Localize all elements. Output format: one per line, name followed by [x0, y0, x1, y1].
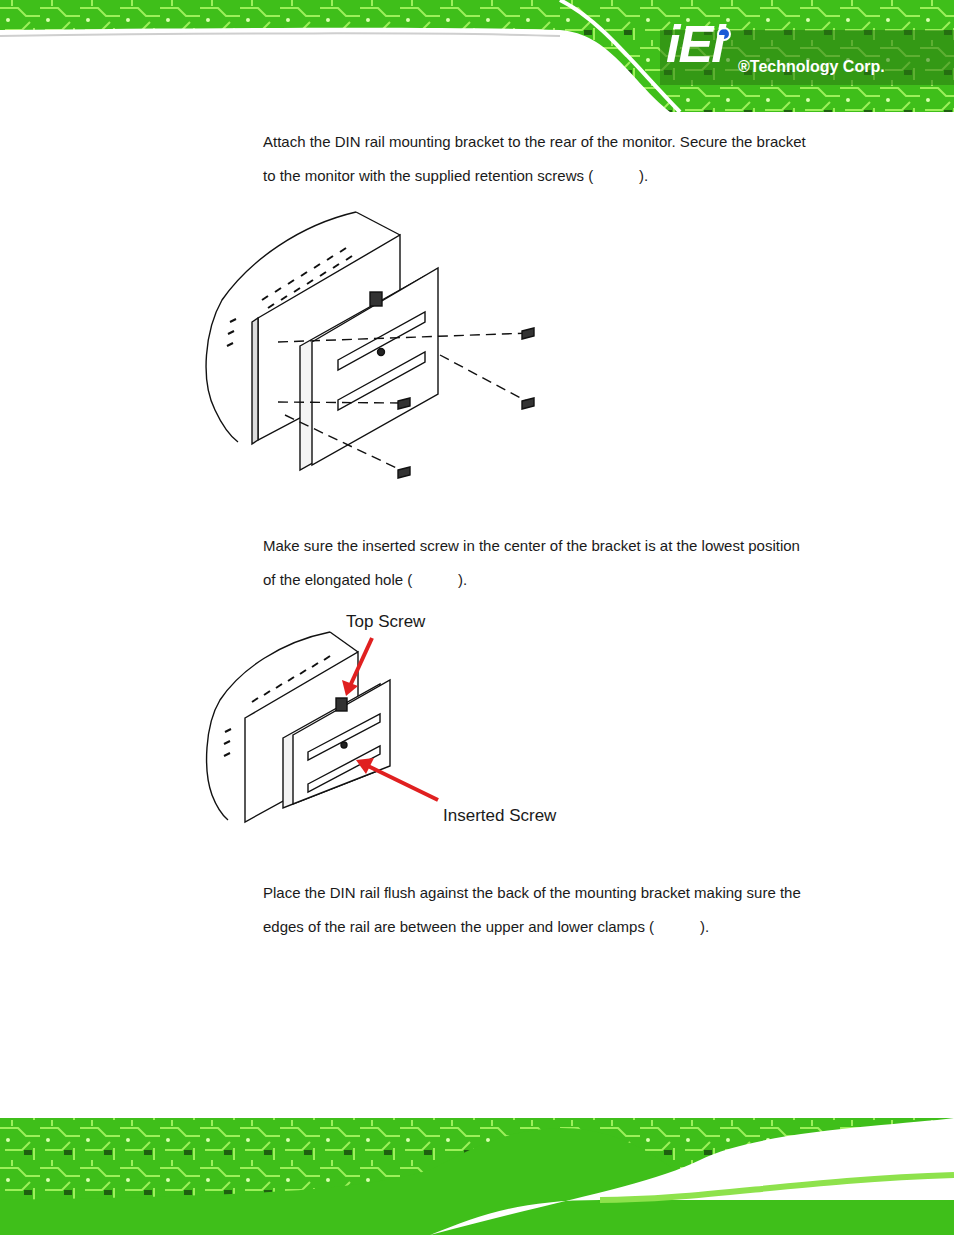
header-band	[0, 0, 954, 112]
callout-label: Inserted Screw	[443, 806, 593, 826]
logo-text: iEi	[666, 18, 746, 70]
instruction-text: Attach the DIN rail mounting bracket to …	[263, 125, 808, 193]
instruction-text: Place the DIN rail flush against the bac…	[263, 876, 808, 944]
monitor-bracket-illustration	[207, 632, 390, 822]
company-name: ®Technology Corp.	[738, 58, 938, 76]
instruction-text: Make sure the inserted screw in the cent…	[263, 529, 808, 597]
callout-label: Top Screw	[346, 612, 466, 632]
footer-band	[0, 1118, 954, 1235]
monitor-bracket-illustration	[206, 212, 534, 478]
header-wave	[0, 28, 670, 112]
callout-arrow	[342, 638, 438, 800]
